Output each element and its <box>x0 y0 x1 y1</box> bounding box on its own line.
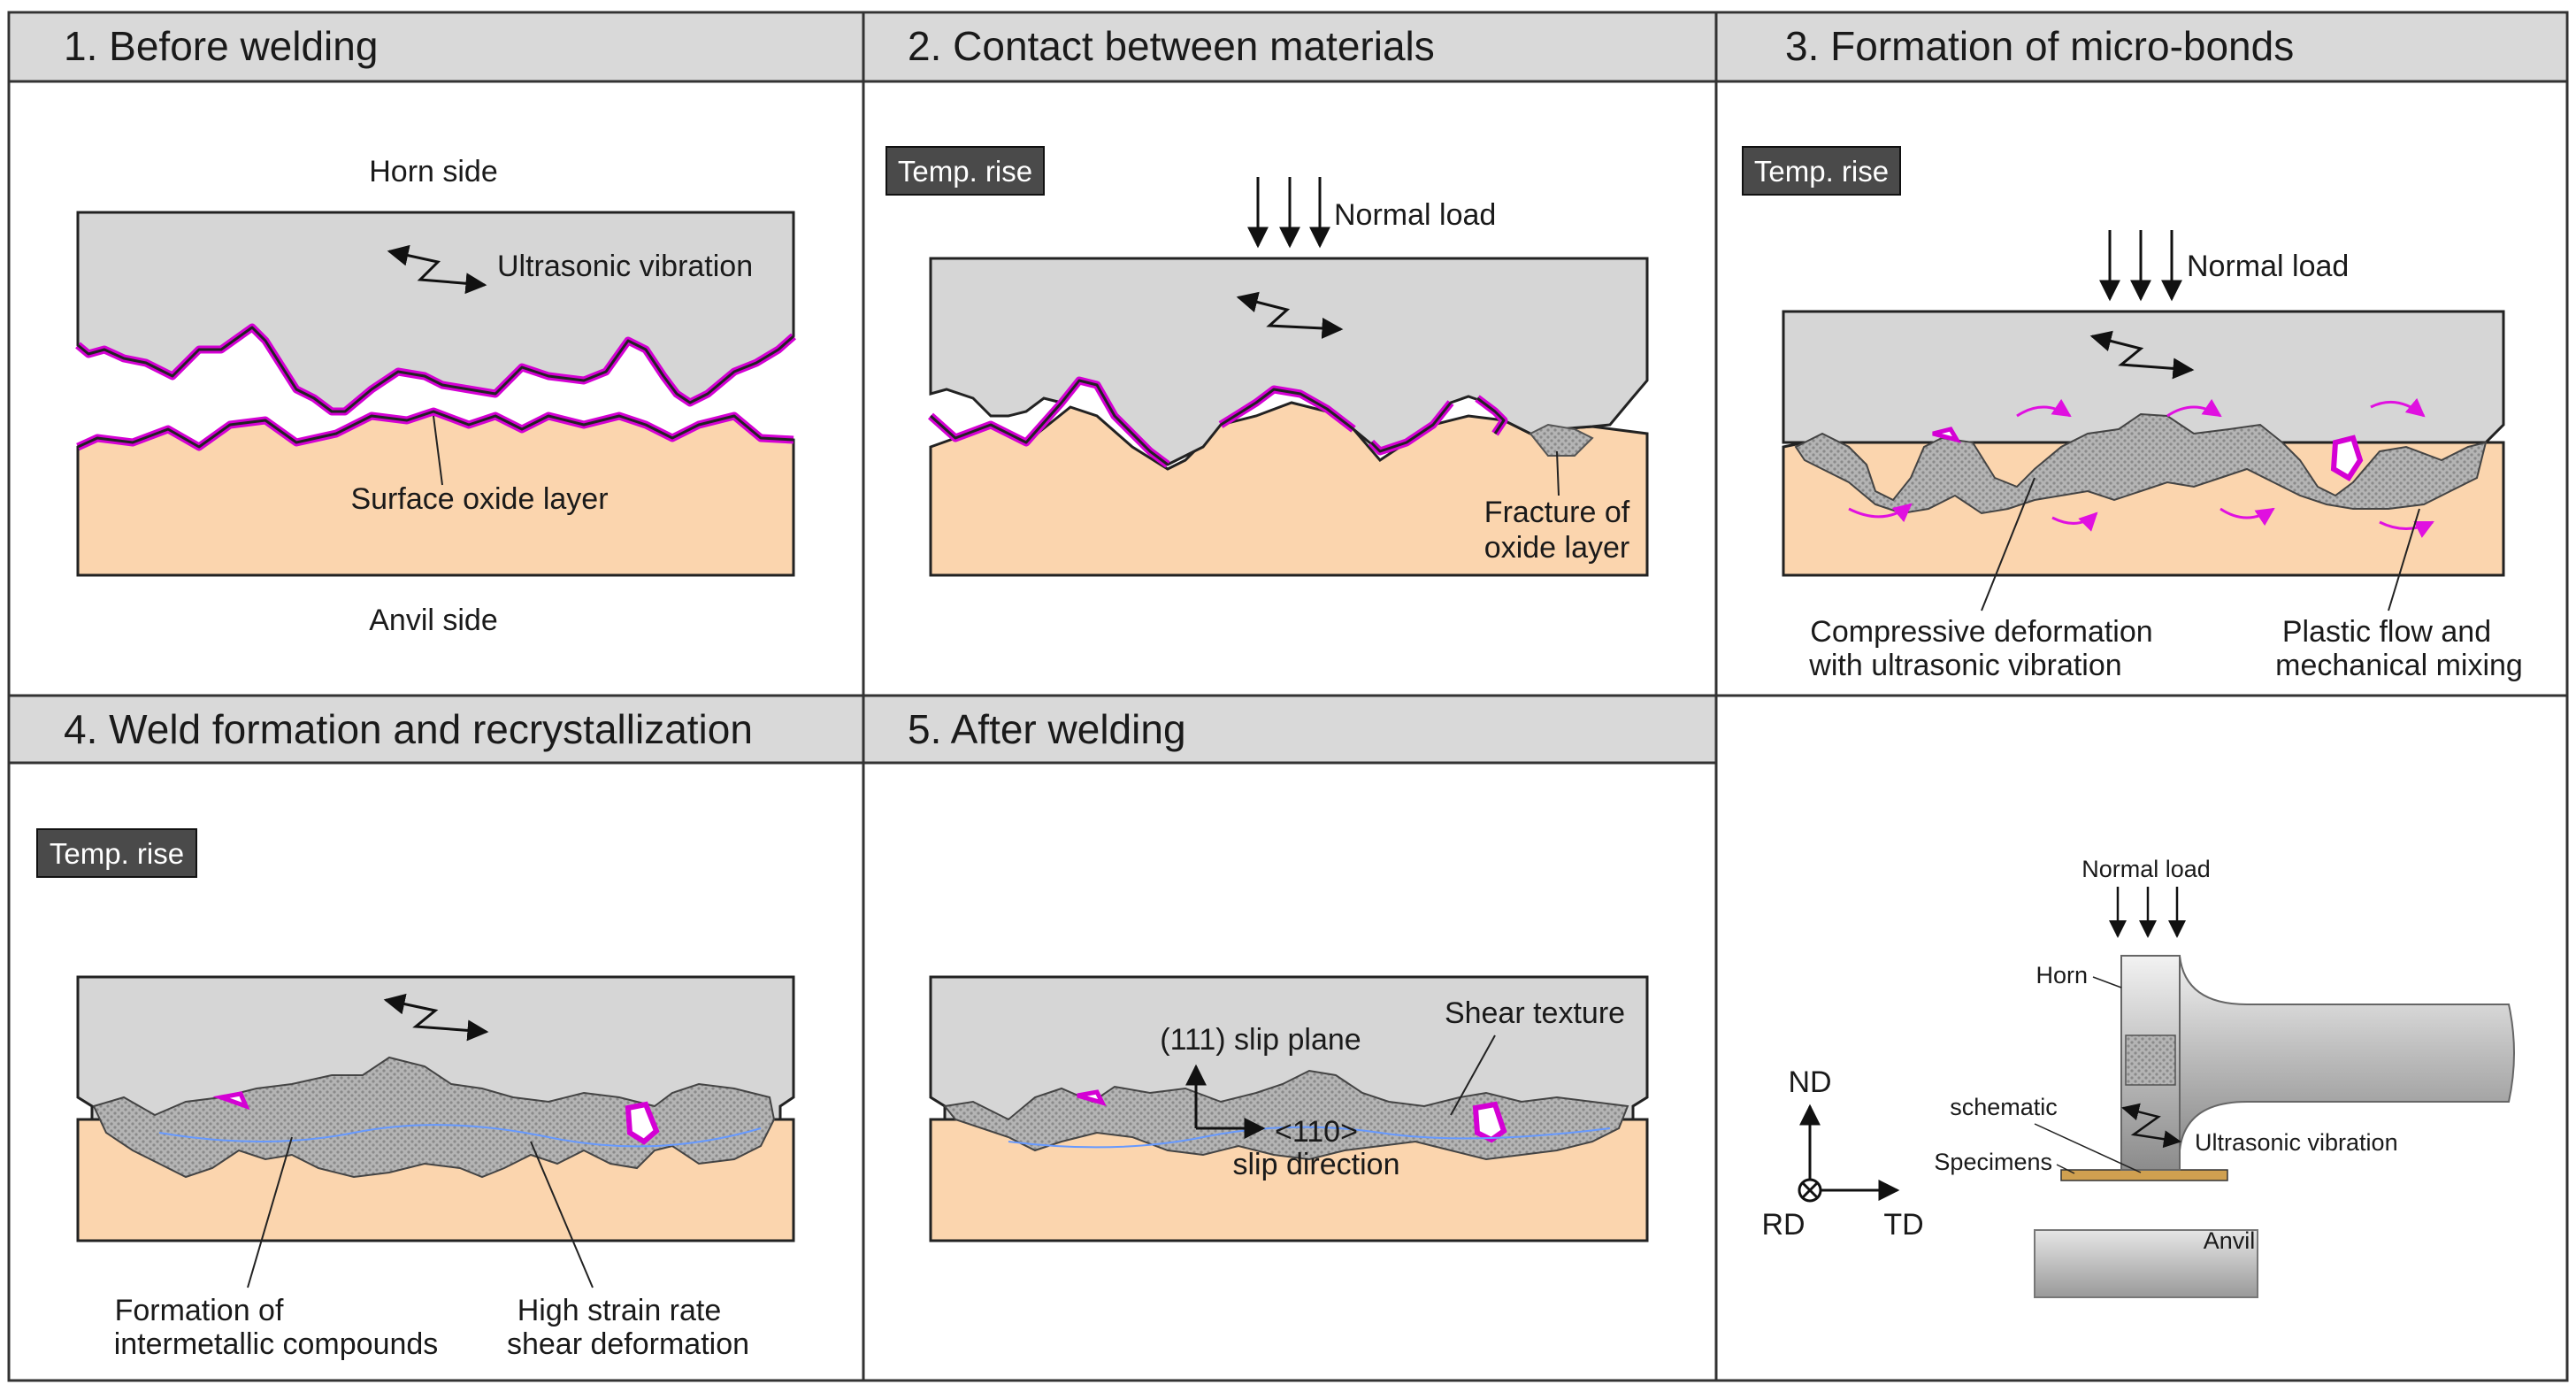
oxide-label: Surface oxide layer <box>350 482 608 516</box>
normal-load-arrows-icon <box>1247 177 1330 249</box>
fracture-label-1: Fracture of <box>1484 496 1630 529</box>
panel-3-title: 3. Formation of micro-bonds <box>1785 23 2294 69</box>
panel-1-title: 1. Before welding <box>64 23 378 69</box>
panel-2: Temp. rise Normal load Fracture of oxide… <box>886 146 1649 577</box>
axes-icon <box>1798 1104 1900 1203</box>
horn-knurl-pattern <box>2125 1034 2176 1086</box>
temp-rise-label: Temp. rise <box>898 155 1032 188</box>
specimens <box>2060 1169 2228 1181</box>
temp-rise-label: Temp. rise <box>1754 155 1889 188</box>
compressive-label-2: with ultrasonic vibration <box>1808 649 2121 682</box>
shear-label-2: shear deformation <box>507 1327 749 1361</box>
compressive-label-1: Compressive deformation <box>1810 615 2152 649</box>
axis-td-label: TD <box>1883 1208 1923 1242</box>
fractured-oxide-zone <box>1529 423 1594 457</box>
slip-plane-label: (111) slip plane <box>1160 1023 1361 1057</box>
anvil <box>2034 1229 2258 1298</box>
mixed-zone <box>92 1056 776 1179</box>
shear-texture-label: Shear texture <box>1445 996 1625 1030</box>
panel-4: Temp. rise Formation of intermetallic co… <box>36 828 795 1361</box>
panel-1: Horn side Anvil side Ultrasonic vibratio… <box>75 155 796 637</box>
oxide-fragment <box>1472 1101 1507 1143</box>
oxide-fragment <box>2330 435 2364 482</box>
recrystallized-boundary <box>1008 1126 1611 1149</box>
normal-load-label: Normal load <box>2082 856 2211 882</box>
panel-2-title: 2. Contact between materials <box>908 23 1435 69</box>
temp-rise-badge <box>36 828 197 878</box>
slip-direction-label-2: slip direction <box>1233 1148 1400 1181</box>
imc-label-1: Formation of <box>115 1294 284 1327</box>
horn-shaft <box>2120 955 2515 1151</box>
normal-load-label: Normal load <box>1334 198 1496 232</box>
vibration-arrow-icon <box>387 244 487 295</box>
temp-rise-badge <box>886 146 1045 196</box>
anvil-label: Anvil <box>2204 1227 2256 1254</box>
plastic-flow-label-1: Plastic flow and <box>2282 615 2491 649</box>
temp-rise-label: Temp. rise <box>50 837 184 870</box>
panel-5: (111) slip plane <110> slip direction Sh… <box>929 975 1649 1242</box>
vibration-arrow-icon <box>2089 330 2195 380</box>
vibration-arrow-icon <box>2121 1103 2181 1149</box>
recrystallized-boundary <box>158 1124 762 1148</box>
panel-5-title: 5. After welding <box>908 706 1186 752</box>
mixed-zone <box>1794 412 2488 515</box>
axis-rd-label: RD <box>1761 1208 1805 1242</box>
axis-nd-label: ND <box>1788 1065 1831 1099</box>
horn-label: Horn <box>2036 962 2088 988</box>
oxide-fragment <box>625 1101 660 1145</box>
imc-label-2: intermetallic compounds <box>114 1327 439 1361</box>
horn-block <box>76 975 795 1121</box>
vibration-arrow-icon <box>383 993 489 1042</box>
normal-load-label: Normal load <box>2187 250 2349 283</box>
vibration-label: Ultrasonic vibration <box>497 250 753 283</box>
panel-grid <box>7 11 2569 1382</box>
specimens-label: Specimens <box>1934 1149 2052 1175</box>
mixed-zone <box>943 1069 1629 1161</box>
panel-3: Temp. rise Normal load Compressive defor… <box>1742 146 2523 682</box>
schematic-label: schematic <box>1950 1094 2058 1120</box>
panel-4-title: 4. Weld formation and recrystallization <box>64 706 753 752</box>
shear-label-1: High strain rate <box>518 1294 722 1327</box>
anvil-side-label: Anvil side <box>369 604 498 637</box>
slip-direction-label-1: <110> <box>1275 1115 1358 1149</box>
normal-load-arrows-icon <box>2109 887 2186 938</box>
normal-load-arrows-icon <box>2099 230 2182 302</box>
temp-rise-badge <box>1742 146 1901 196</box>
vibration-arrow-icon <box>1236 291 1344 339</box>
horn-side-label: Horn side <box>369 155 498 188</box>
plastic-flow-arrows <box>1848 397 2434 538</box>
panel-6-apparatus: ND RD TD Normal load Anvil Horn schemati… <box>1761 856 2515 1298</box>
vibration-label: Ultrasonic vibration <box>2195 1129 2398 1156</box>
slip-system-axes-icon <box>1185 1064 1266 1139</box>
plastic-flow-label-2: mechanical mixing <box>2275 649 2523 682</box>
fracture-label-2: oxide layer <box>1484 531 1629 565</box>
